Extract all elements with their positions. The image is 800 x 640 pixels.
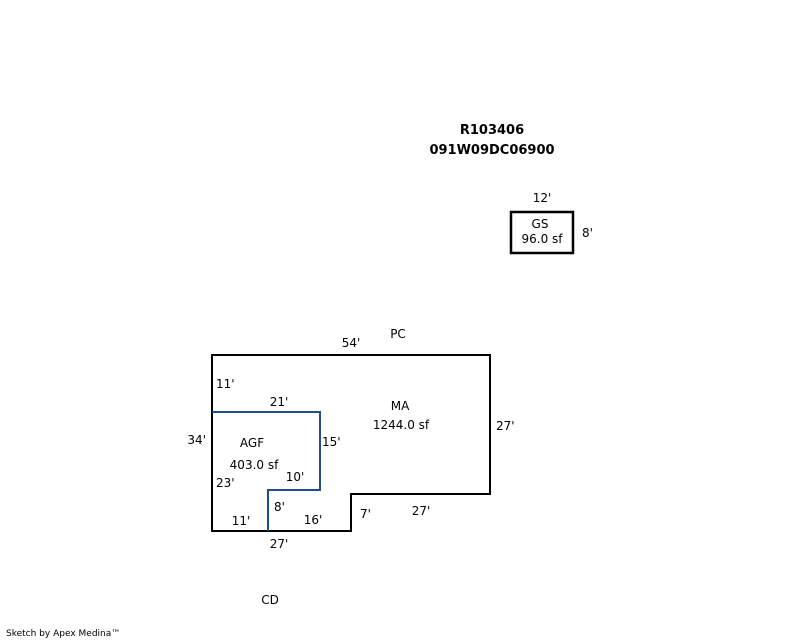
gs-code: GS xyxy=(532,217,549,231)
ma-right-dimension: 27' xyxy=(496,419,515,433)
account-id: R103406 xyxy=(460,123,524,138)
agf-lower-left-dimension: 23' xyxy=(216,476,235,490)
ma-lower-right-dimension: 27' xyxy=(412,504,431,518)
ma-left-dimension: 34' xyxy=(187,433,206,447)
gs-top-dimension: 12' xyxy=(533,191,552,205)
agf-notch-top-dimension: 10' xyxy=(286,470,305,484)
top-adjacent-label: PC xyxy=(390,327,406,341)
agf-code: AGF xyxy=(240,436,264,450)
ma-bottom-dimension: 27' xyxy=(270,537,289,551)
agf-notch-side-dimension: 8' xyxy=(274,500,285,514)
ma-bottom-mid-dimension: 16' xyxy=(304,513,323,527)
agf-top-dimension: 21' xyxy=(270,395,289,409)
map-tax-lot: 091W09DC06900 xyxy=(429,143,554,158)
gs-outline xyxy=(509,210,575,255)
ma-outline xyxy=(211,354,491,532)
gs-right-dimension: 8' xyxy=(582,226,593,240)
ma-top-dimension: 54' xyxy=(342,336,361,350)
ma-step-dimension: 7' xyxy=(360,507,371,521)
ma-code: MA xyxy=(391,399,410,413)
gs-area: 96.0 sf xyxy=(521,232,563,246)
agf-area: 403.0 sf xyxy=(230,458,279,472)
sketch-credit: Sketch by Apex Medina™ xyxy=(6,629,120,639)
agf-upper-left-dimension: 11' xyxy=(216,377,235,391)
ma-area: 1244.0 sf xyxy=(373,418,430,432)
agf-right-dimension: 15' xyxy=(322,435,341,449)
agf-bottom-dimension: 11' xyxy=(232,514,251,528)
bottom-adjacent-label: CD xyxy=(261,593,279,607)
agf-outline xyxy=(212,411,321,531)
